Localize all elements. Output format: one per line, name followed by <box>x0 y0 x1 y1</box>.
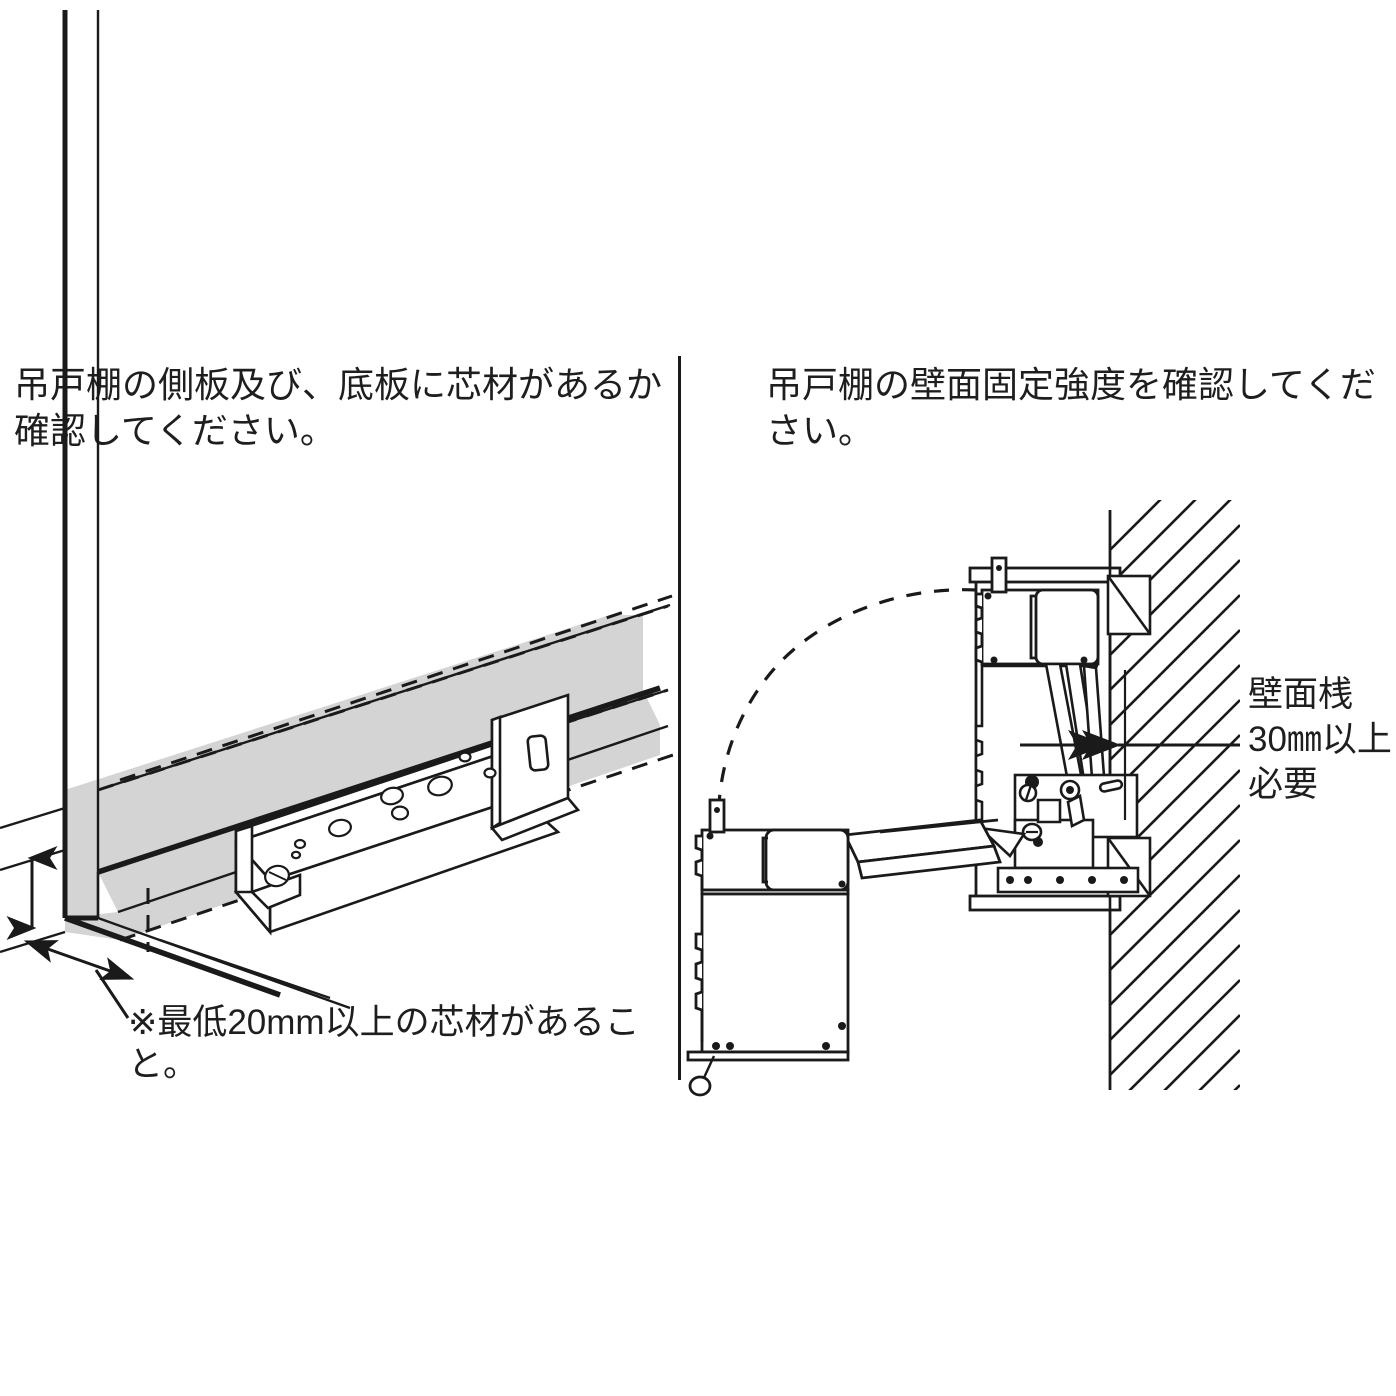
left-figure-isometric-cabinet <box>0 10 680 1040</box>
lift-mechanism-body <box>996 773 1140 894</box>
wall-stud-dimension <box>1020 670 1240 820</box>
right-heading: 吊戸棚の壁面固定強度を確認してください。 <box>766 364 1376 451</box>
right-panel: 吊戸棚の壁面固定強度を確認してください。 <box>680 0 1396 1396</box>
wall-stud-label: 壁面桟 30㎜以上 必要 <box>1248 675 1392 804</box>
door-panel-lower-body <box>686 798 850 1097</box>
door-panel-upper-closed <box>974 556 1100 666</box>
wall-mount-bracket-top <box>1106 574 1152 636</box>
isometric-cabinet-svg <box>0 10 677 1019</box>
left-panel: 吊戸棚の側板及び、底板に芯材があるか 確認してください。 <box>0 0 680 1396</box>
caption-leader-line <box>94 969 130 1019</box>
horizontal-dimension-arrow <box>23 940 135 980</box>
right-figure-cabinet-section <box>680 490 1240 1100</box>
bracket-mounting-holes <box>293 751 497 850</box>
bracket-end-screw <box>264 850 302 888</box>
lift-mechanism-arms <box>1044 662 1106 784</box>
door-swing-arc <box>716 588 978 875</box>
cabinet-section-svg <box>686 500 1240 1097</box>
left-caption: ※最低20mm以上の芯材があること。 <box>128 1003 640 1084</box>
door-panel-lower-open <box>842 818 1002 880</box>
panel-divider <box>678 356 681 1080</box>
left-heading: 吊戸棚の側板及び、底板に芯材があるか 確認してください。 <box>14 364 663 451</box>
